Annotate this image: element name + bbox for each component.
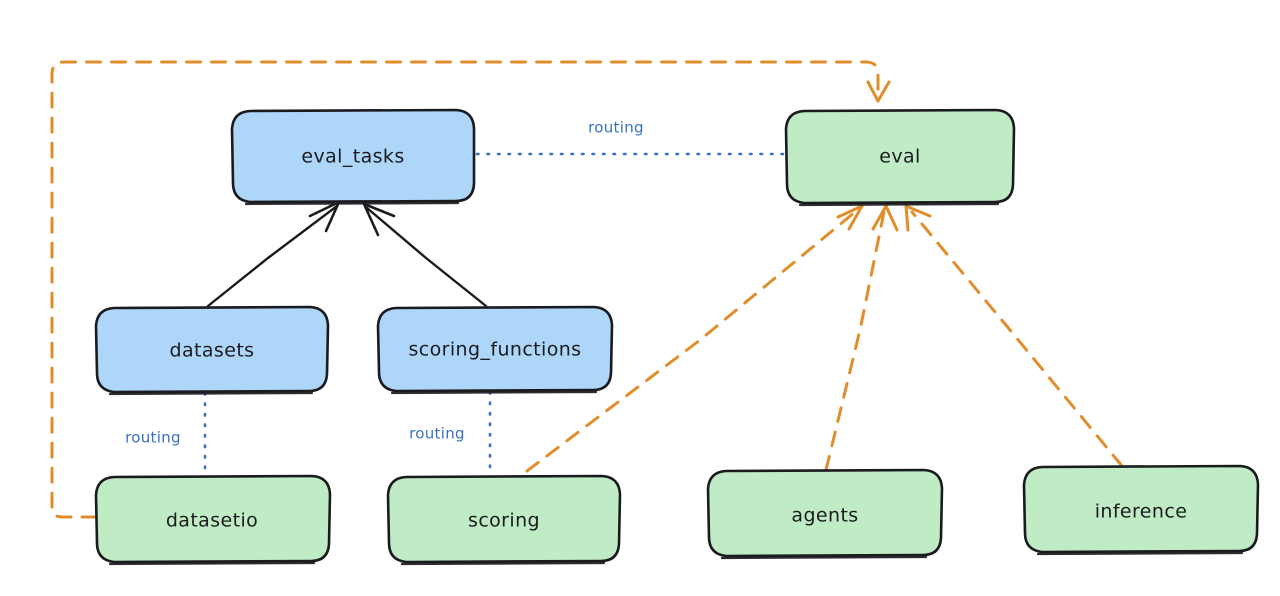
node-eval-tasks[interactable]: eval_tasks	[230, 108, 476, 206]
node-agents[interactable]: agents	[706, 468, 944, 560]
edge-layer: routing routing routing	[50, 60, 1124, 519]
edge-inference-to-eval-arrowhead	[904, 204, 932, 232]
edge-datasetio-to-eval-line	[50, 60, 880, 519]
edge-scoring-functions-to-eval-tasks-line	[365, 206, 488, 308]
node-eval-underline	[798, 202, 1000, 207]
node-scoring-functions-underline	[390, 390, 598, 395]
node-eval-tasks-underline	[244, 201, 460, 206]
edge-datasetio-to-eval	[50, 60, 891, 519]
node-inference[interactable]: inference	[1022, 464, 1260, 556]
edge-inference-to-eval	[904, 204, 1124, 468]
edge-scoring-to-eval	[525, 204, 864, 473]
edge-agents-to-eval-line	[824, 210, 886, 472]
node-scoring-shape	[386, 474, 622, 564]
node-scoring-functions-shape	[376, 305, 614, 393]
edge-datasets-to-datasetio: routing	[125, 391, 207, 476]
edge-inference-to-eval-line	[910, 210, 1124, 468]
edge-label-routing-eval-tasks: routing	[588, 119, 644, 137]
node-datasetio-underline	[108, 561, 316, 566]
edge-scoring-to-eval-arrowhead	[836, 204, 864, 231]
edge-scoring-functions-to-eval-tasks	[362, 202, 488, 308]
node-datasetio-shape	[94, 474, 332, 564]
edge-datasets-to-eval-tasks	[206, 200, 341, 308]
node-datasetio-label: datasetio	[166, 510, 258, 532]
node-agents-underline	[720, 555, 928, 560]
edge-eval-tasks-to-eval: routing	[475, 119, 785, 156]
node-scoring-label: scoring	[468, 510, 540, 532]
edge-datasets-to-eval-tasks-line	[206, 204, 339, 308]
node-eval[interactable]: eval	[784, 108, 1016, 207]
node-agents-shape	[706, 468, 944, 558]
edge-agents-to-eval	[824, 204, 899, 472]
node-datasets-label: datasets	[170, 340, 255, 362]
edge-datasetio-to-eval-arrowhead	[866, 80, 891, 103]
node-inference-label: inference	[1095, 501, 1188, 523]
node-eval-tasks-shape	[230, 108, 476, 204]
edge-scoring-to-eval-line	[525, 210, 857, 473]
node-datasetio[interactable]: datasetio	[94, 474, 332, 566]
edge-agents-to-eval-arrowhead	[871, 204, 899, 232]
node-datasets-shape	[94, 305, 330, 394]
node-scoring[interactable]: scoring	[386, 474, 622, 566]
node-scoring-underline	[400, 561, 606, 566]
node-scoring-functions-label: scoring_functions	[409, 339, 582, 361]
node-datasets[interactable]: datasets	[94, 305, 330, 396]
node-eval-label: eval	[879, 146, 920, 168]
node-eval-tasks-label: eval_tasks	[301, 146, 404, 168]
node-datasets-underline	[108, 391, 314, 396]
edge-label-routing-scoring-functions: routing	[409, 425, 465, 443]
node-layer: eval_tasks eval datasets scoring_functio…	[94, 108, 1260, 566]
node-inference-underline	[1036, 551, 1244, 556]
node-agents-label: agents	[791, 505, 858, 527]
node-inference-shape	[1022, 464, 1260, 554]
edge-scoring-functions-to-scoring: routing	[409, 390, 492, 476]
node-eval-shape	[784, 108, 1016, 205]
edge-label-routing-datasets: routing	[125, 429, 181, 447]
node-scoring-functions[interactable]: scoring_functions	[376, 305, 614, 395]
